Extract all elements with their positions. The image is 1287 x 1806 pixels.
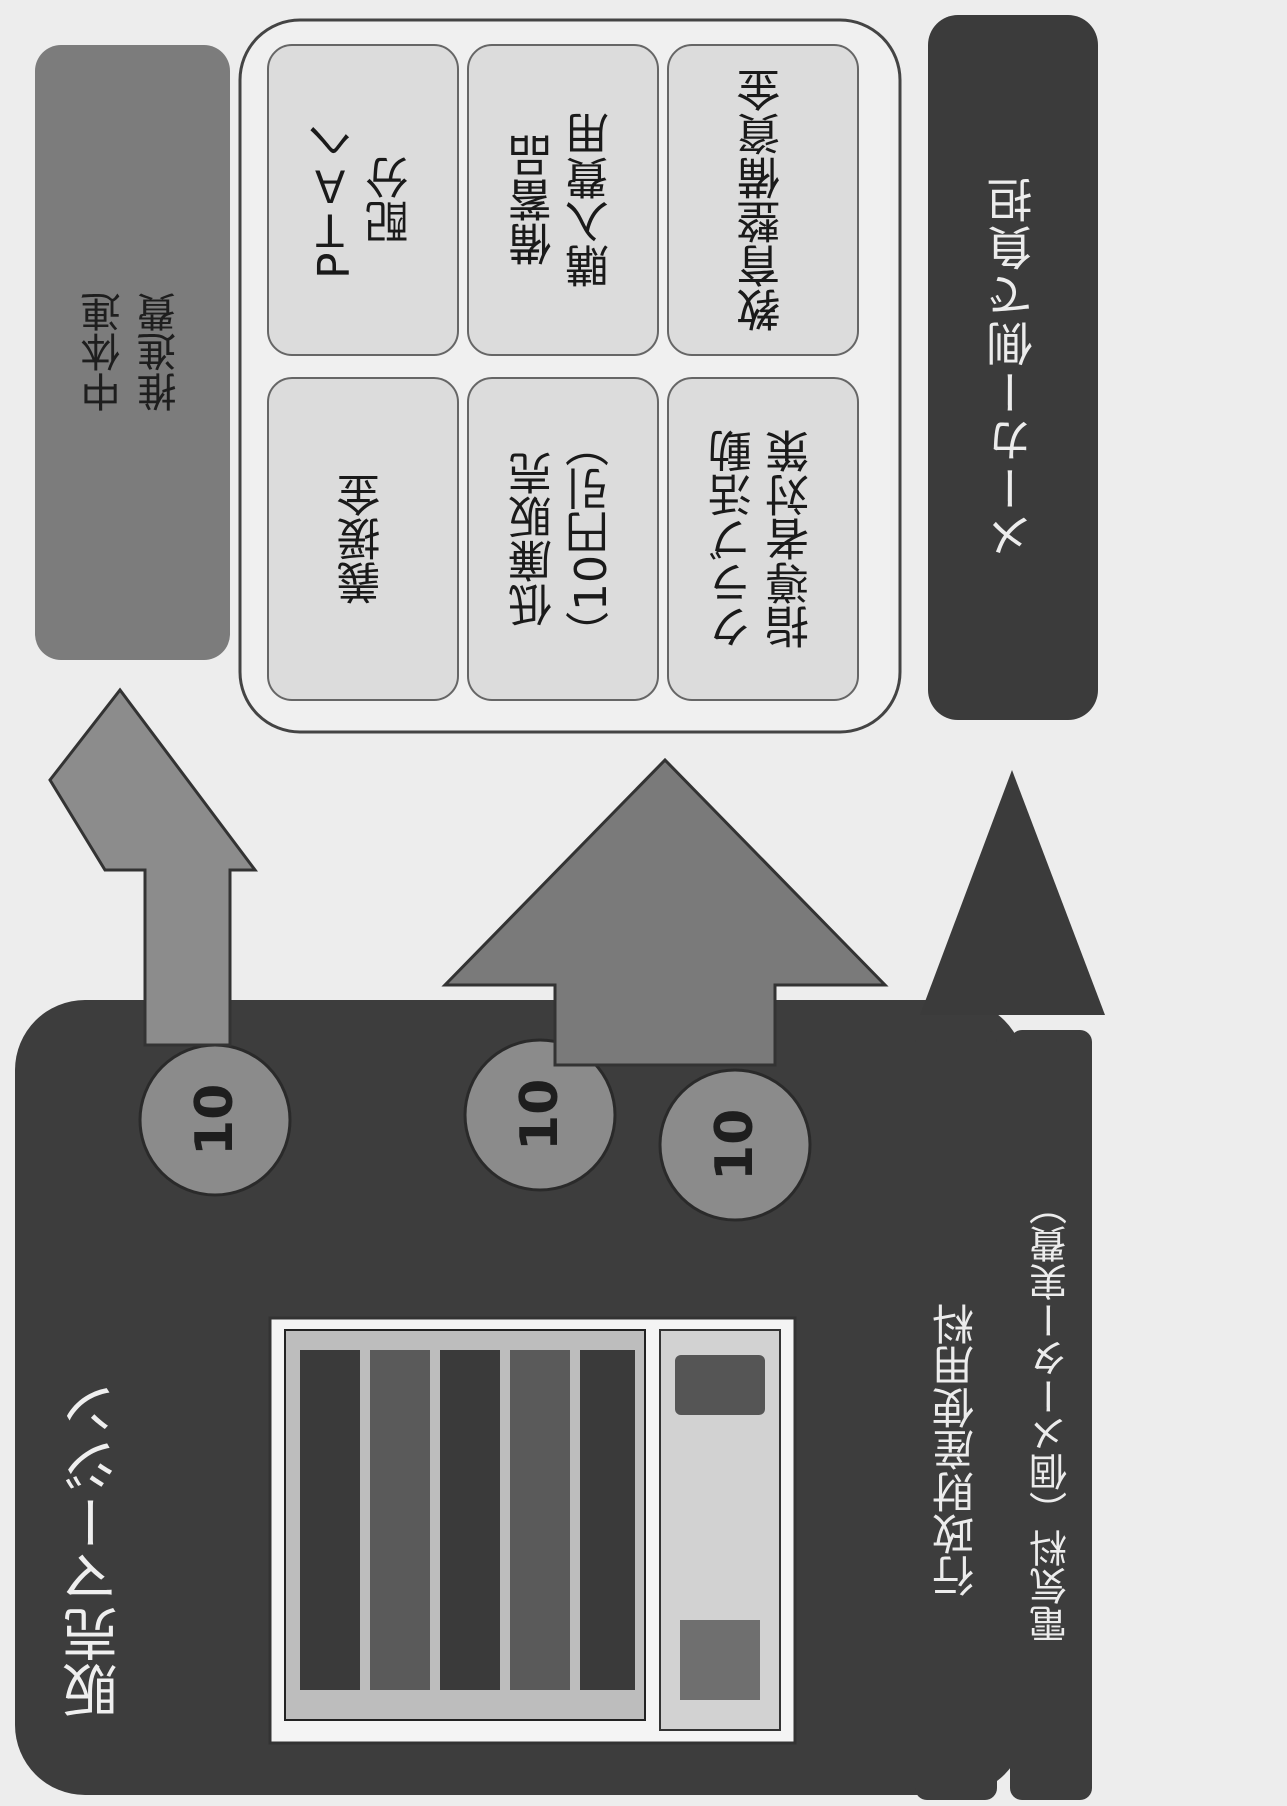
cell-bichikuhin xyxy=(467,44,659,356)
coin-2 xyxy=(463,1038,617,1192)
coin-3 xyxy=(658,1068,812,1222)
maker-triangle xyxy=(920,770,1105,1015)
cell-kyoiku xyxy=(667,44,859,356)
cell-gienkin xyxy=(267,377,459,701)
admin-fee-bar xyxy=(915,1030,997,1800)
vending-slot xyxy=(675,1355,765,1415)
cell-teiren xyxy=(467,377,659,701)
arrow-to-uses xyxy=(441,757,889,1067)
electricity-bar xyxy=(1010,1030,1092,1800)
cell-club xyxy=(667,377,859,701)
arrow-to-chutairen xyxy=(48,687,258,1047)
coin-1 xyxy=(138,1043,292,1197)
cell-pta xyxy=(267,44,459,356)
chutairen-box xyxy=(35,45,230,660)
maker-box xyxy=(928,15,1098,720)
vending-port xyxy=(680,1620,760,1700)
vending-products xyxy=(300,1350,635,1690)
